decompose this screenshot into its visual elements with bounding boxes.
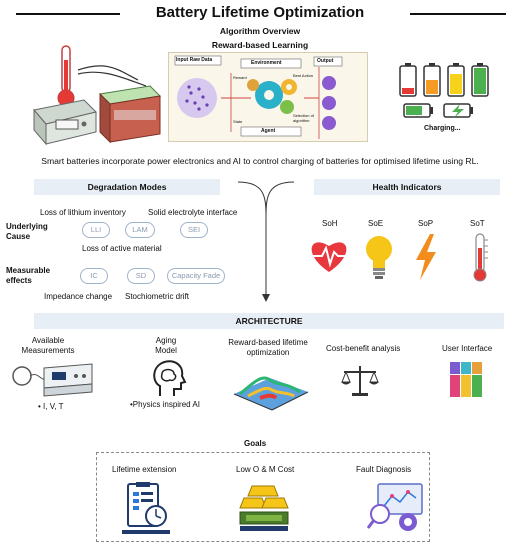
charging-battery-icon [403,103,473,118]
balance-scale-icon [341,366,379,396]
pill-sei: SEI [180,222,208,238]
battery-yellow-icon [447,63,465,97]
gears-icon [247,79,297,114]
rl-output-label: Output [317,58,334,64]
loss-lithium-label: Loss of lithium inventory [40,208,126,217]
algorithm-overview-label: Algorithm Overview [219,26,301,36]
thermometer-icon [57,45,75,107]
title-rule-left [16,13,120,15]
loss-active-label: Loss of active material [82,244,162,253]
goals-header: Goals [244,439,267,448]
cost-benefit-label: Cost-benefit analysis [326,344,401,353]
sei-label: Solid electrolyte interface [148,208,238,217]
impedance-label: Impedance change [44,292,113,301]
gold-money-icon [239,485,289,531]
rl-diagram: Input Raw Data Environment Output Agent … [168,52,368,142]
health-indicators-header: Health Indicators [314,179,500,195]
reward-optimization-label: Reward-based lifetime optimization [228,338,308,357]
goal-cost-label: Low O & M Cost [236,465,295,474]
goal-fault-label: Fault Diagnosis [356,465,412,474]
caption-text: Smart batteries incorporate power electr… [41,156,479,166]
architecture-header: ARCHITECTURE [34,313,504,329]
health-sot-label: SoT [470,219,485,228]
thermometer-temp-icon [473,233,488,282]
optimization-surface-icon [233,376,309,411]
page-title: Battery Lifetime Optimization [155,4,365,21]
rl-input-label: Input Raw Data [176,57,213,63]
available-measurements-label: Available Measurements [21,336,75,355]
battery-green-icon [471,63,489,97]
rl-best-action-label: Best Action [293,73,314,78]
fault-diagnosis-icon [366,483,423,531]
pill-ic: IC [80,268,108,284]
connector-arrow [237,181,295,302]
health-soh-label: SoH [322,219,338,228]
data-cloud [177,78,217,118]
lightbulb-icon [366,236,392,279]
rl-environment-label: Environment [251,60,282,66]
lightning-bolt-icon [416,234,436,280]
head-brain-icon [153,360,187,396]
underlying-cause-label: Underlying Cause [6,222,48,241]
physics-ai-label: •Physics inspired AI [130,400,200,409]
ivt-label: • I, V, T [38,402,64,411]
rl-selection-label: Selection of algorithm [293,113,314,123]
reward-learning-label: Reward-based Learning [211,40,309,50]
measurement-device-icon [12,363,93,397]
battery-levels-illustration [399,63,489,118]
charging-label: Charging... [424,125,461,132]
degradation-modes-header: Degradation Modes [34,179,220,195]
pill-lli: LLI [82,222,110,238]
battery-test-setup-illustration [33,45,162,146]
pill-capacity-fade: Capacity Fade [167,268,225,284]
health-sop-label: SoP [418,219,434,228]
heart-icon [311,242,348,272]
battery-red-icon [399,63,417,97]
goals-box [96,452,430,542]
user-interface-icon [450,362,482,397]
title-rule-right [410,13,506,15]
rl-state-label: State [233,119,243,124]
battery-cell [98,85,162,144]
rl-diagram-svg [174,55,343,139]
goal-lifetime-label: Lifetime extension [112,465,177,474]
rl-agent-label: Agent [261,128,276,134]
rl-reward-label: Reward [233,75,247,80]
user-interface-label: User Interface [442,344,493,353]
potentiostat-device [33,99,97,146]
pill-sd: SD [127,268,155,284]
measurable-effects-label: Measurable effects [6,266,51,285]
aging-model-label: Aging Model [155,336,177,355]
health-soe-label: SoE [368,219,384,228]
pill-lam: LAM [125,222,155,238]
battery-orange-icon [423,63,441,97]
stoichiometric-label: Stochiometric drift [125,292,190,301]
lifetime-clock-icon [122,482,170,534]
